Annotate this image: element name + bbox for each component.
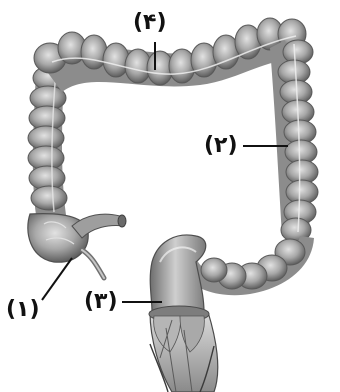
ileum-end <box>72 214 126 238</box>
descending-colon <box>270 40 318 242</box>
anal-canal-section <box>149 306 218 392</box>
label-2: (۲) <box>204 135 238 157</box>
rectum <box>150 235 206 312</box>
label-1: (۱) <box>6 299 40 321</box>
label-4: (۴) <box>133 12 167 34</box>
leader-line-1 <box>42 258 72 300</box>
transverse-colon <box>34 18 306 92</box>
appendix <box>82 250 104 278</box>
label-3: (۳) <box>84 291 118 313</box>
